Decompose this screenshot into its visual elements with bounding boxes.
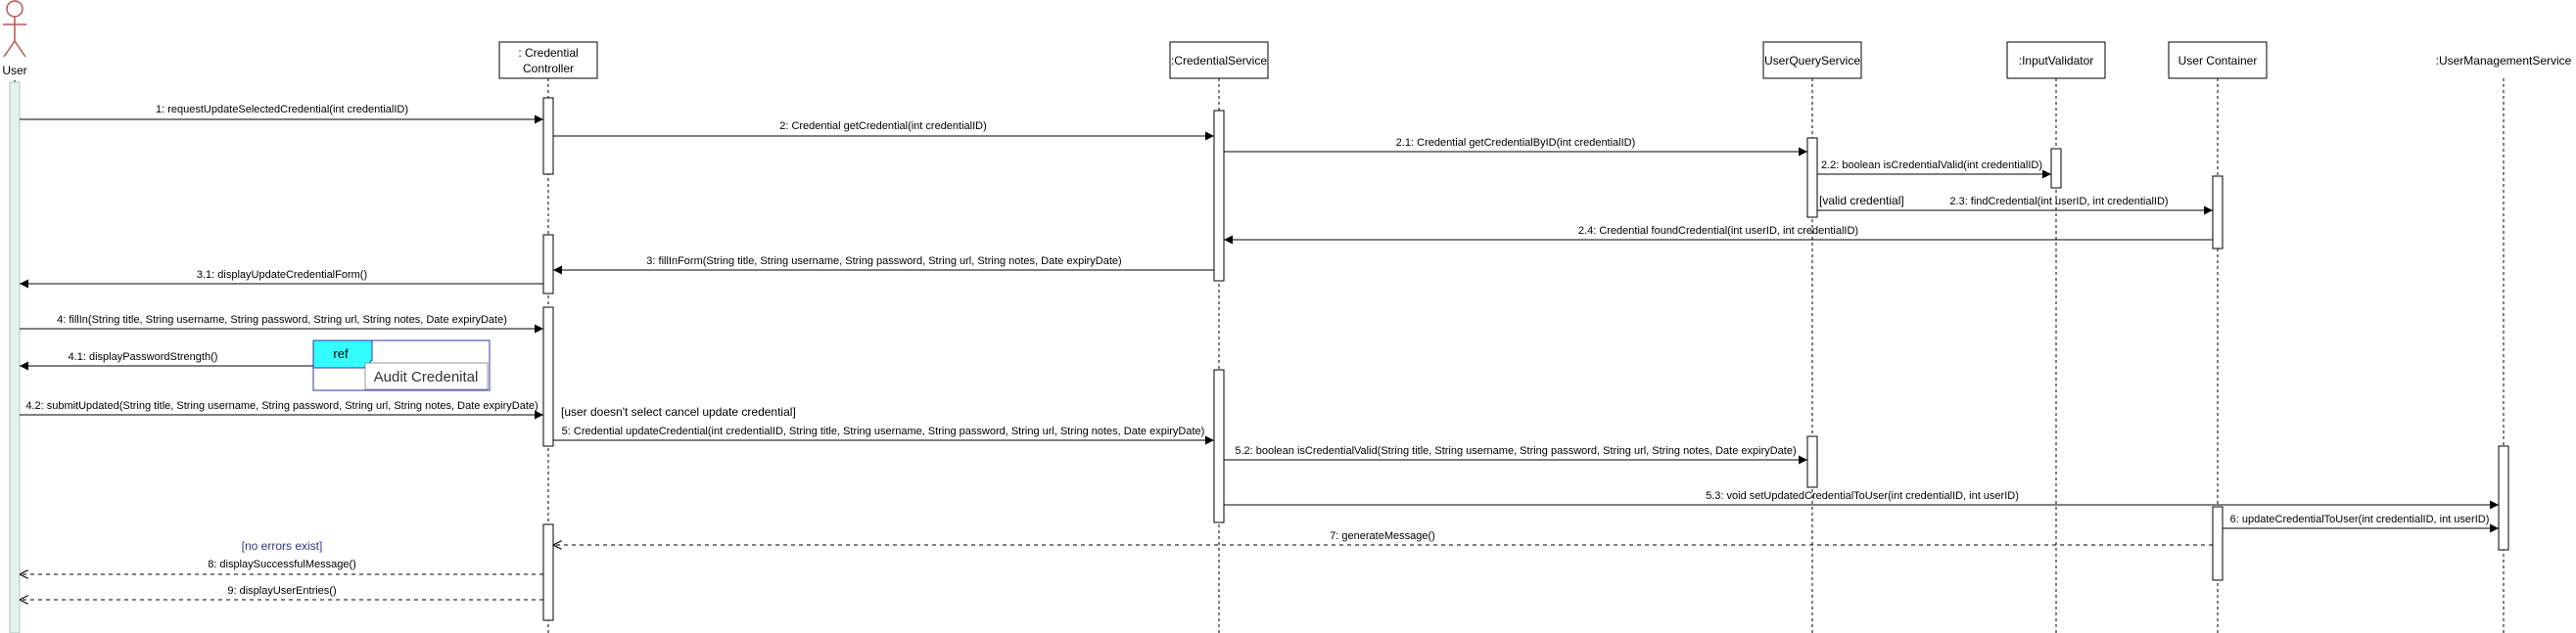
activation-bar: [2498, 445, 2509, 551]
lifeline-head-credential-service: :CredentialService: [1169, 41, 1269, 79]
message-label: 2: Credential getCredential(int credenti…: [779, 120, 987, 132]
activation-bar: [1806, 435, 1818, 488]
message-label: 4.1: displayPasswordStrength(): [69, 351, 218, 363]
lifeline-head-user-query-service: UserQueryService: [1762, 41, 1862, 79]
message-label: 6: updateCredentialToUser(int credential…: [2230, 514, 2490, 525]
lifeline-label: User Container: [2178, 54, 2258, 68]
lifeline-head-input-validator: :InputValidator: [2006, 41, 2106, 79]
guard-valid-credential: [valid credential]: [1819, 194, 1904, 207]
activation-bar: [1213, 110, 1225, 282]
ref-frame: ref Audit Credenital: [312, 339, 491, 391]
lifeline-label: :UserManagementService: [2436, 54, 2572, 68]
message-label: 4.2: submitUpdated(String title, String …: [25, 400, 538, 412]
lifeline-head-user-management-service: :UserManagementService: [2427, 42, 2576, 78]
activation-bar: [542, 523, 554, 621]
lifeline-label: :CredentialService: [1171, 54, 1267, 68]
message-label: 1: requestUpdateSelectedCredential(int c…: [156, 104, 408, 115]
activation-bar: [2212, 506, 2224, 581]
lifeline-label: UserQueryService: [1764, 54, 1860, 68]
message-label: 3.1: displayUpdateCredentialForm(): [197, 269, 367, 281]
ref-name-label: Audit Credenital: [374, 369, 479, 385]
activation-bar: [542, 97, 554, 175]
message-label: 5.2: boolean isCredentialValid(String ti…: [1235, 445, 1796, 457]
message-label: 5.3: void setUpdatedCredentialToUser(int…: [1706, 490, 2019, 502]
actor-label: User: [2, 64, 26, 77]
activation-bar: [1213, 369, 1225, 523]
stick-figure-icon: [3, 0, 26, 58]
lifeline-head-user-container: User Container: [2168, 41, 2268, 79]
message-label: 2.4: Credential foundCredential(int user…: [1578, 225, 1858, 237]
lifeline-label: :InputValidator: [2019, 54, 2094, 68]
message-label: 3: fillInForm(String title, String usern…: [646, 255, 1121, 267]
ref-name-box: [364, 362, 489, 390]
message-label: 5: Credential updateCredential(int crede…: [562, 426, 1205, 437]
activation-bar: [1806, 137, 1818, 218]
activation-bar: [542, 306, 554, 447]
activation-bar: [2050, 148, 2062, 189]
message-label: 2.1: Credential getCredentialByID(int cr…: [1396, 137, 1636, 149]
message-label: 9: displayUserEntries(): [227, 585, 336, 597]
activation-bar: [542, 234, 554, 294]
activation-user: [9, 81, 21, 633]
message-label: 2.3: findCredential(int userID, int cred…: [1949, 196, 2168, 207]
guard-not-cancel: [user doesn't select cancel update crede…: [561, 405, 796, 419]
lifeline-head-controller: : Credential Controller: [498, 41, 598, 79]
activation-bar: [2212, 175, 2224, 249]
lifeline-label: Controller: [523, 62, 574, 75]
message-label: 2.2: boolean isCredentialValid(int crede…: [1821, 159, 2042, 171]
message-label: 8: displaySuccessfulMessage(): [208, 559, 356, 570]
ref-tag-label: ref: [333, 346, 349, 361]
message-label: 4: fillIn(String title, String username,…: [57, 314, 507, 326]
message-label: 7: generateMessage(): [1330, 530, 1435, 542]
lifeline-label: : Credential: [518, 46, 578, 60]
guard-no-errors: [no errors exist]: [242, 539, 323, 553]
actor-user: User: [2, 0, 27, 77]
